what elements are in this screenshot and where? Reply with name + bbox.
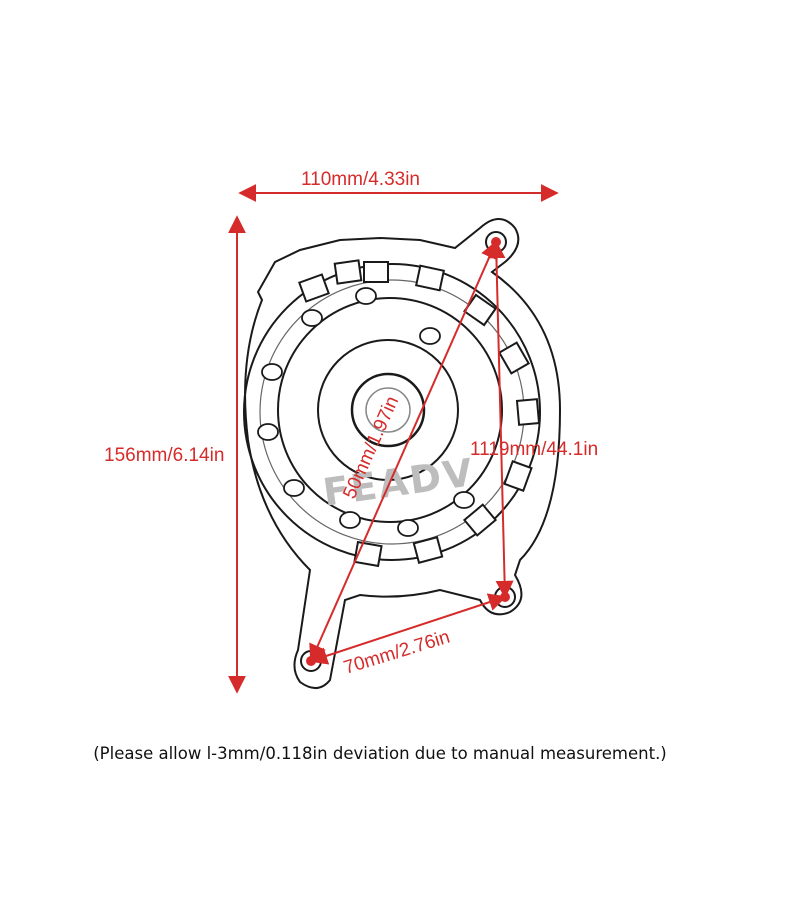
diagonal-dimension-line xyxy=(309,240,498,663)
bolt-hole xyxy=(301,309,323,327)
width-label: 110mm/4.33in xyxy=(301,169,420,190)
bolt-hole xyxy=(261,363,283,381)
right-span-label: 1119mm/44.1in xyxy=(470,439,598,460)
bottom-span-label: 70mm/2.76in xyxy=(341,627,452,679)
slot xyxy=(503,460,533,492)
slot xyxy=(414,264,446,292)
dimension-lines xyxy=(228,184,559,694)
slot xyxy=(363,261,389,283)
bolt-hole xyxy=(283,479,305,497)
slot xyxy=(463,293,497,327)
bolt-hole xyxy=(339,511,361,529)
right-span-dimension-line xyxy=(487,240,514,599)
slot xyxy=(333,259,363,285)
slot xyxy=(462,503,498,537)
measurement-note: (Please allow l-3mm/0.118in deviation du… xyxy=(93,744,667,763)
slot xyxy=(515,398,541,426)
bolt-hole xyxy=(397,519,419,537)
slot xyxy=(298,273,330,303)
bolt-hole xyxy=(419,327,441,345)
height-label: 156mm/6.14in xyxy=(104,445,224,466)
bolt-hole xyxy=(355,287,377,305)
bottom-span-dimension-line xyxy=(309,593,507,665)
bolt-hole xyxy=(257,423,279,441)
